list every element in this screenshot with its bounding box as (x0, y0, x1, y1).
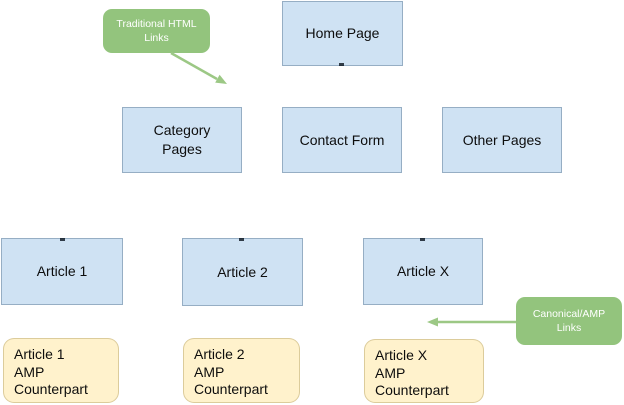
callout-canonical-amp-links: Canonical/AMP Links (516, 297, 622, 345)
node-other-pages: Other Pages (442, 107, 562, 173)
connector-stub-article2-top (239, 238, 244, 241)
connector-stub-articlex-top (420, 238, 425, 241)
arrow-canonical-amp-links (427, 317, 516, 327)
node-article-1-amp-counterpart: Article 1 AMP Counterpart (3, 338, 119, 403)
connector-stub-home-bottom (339, 63, 344, 66)
node-article-2: Article 2 (182, 238, 303, 306)
node-article-x-amp-counterpart: Article X AMP Counterpart (364, 339, 484, 403)
node-article-1: Article 1 (1, 238, 123, 305)
node-article-2-amp-counterpart: Article 2 AMP Counterpart (183, 338, 300, 403)
callout-traditional-html-links: Traditional HTML Links (103, 9, 210, 53)
node-contact-form: Contact Form (282, 107, 402, 173)
node-article-x: Article X (363, 238, 483, 305)
node-home-page: Home Page (282, 1, 403, 66)
arrow-traditional-links (170, 51, 227, 84)
connector-stub-article1-top (60, 238, 65, 241)
node-category-pages: Category Pages (122, 107, 242, 173)
